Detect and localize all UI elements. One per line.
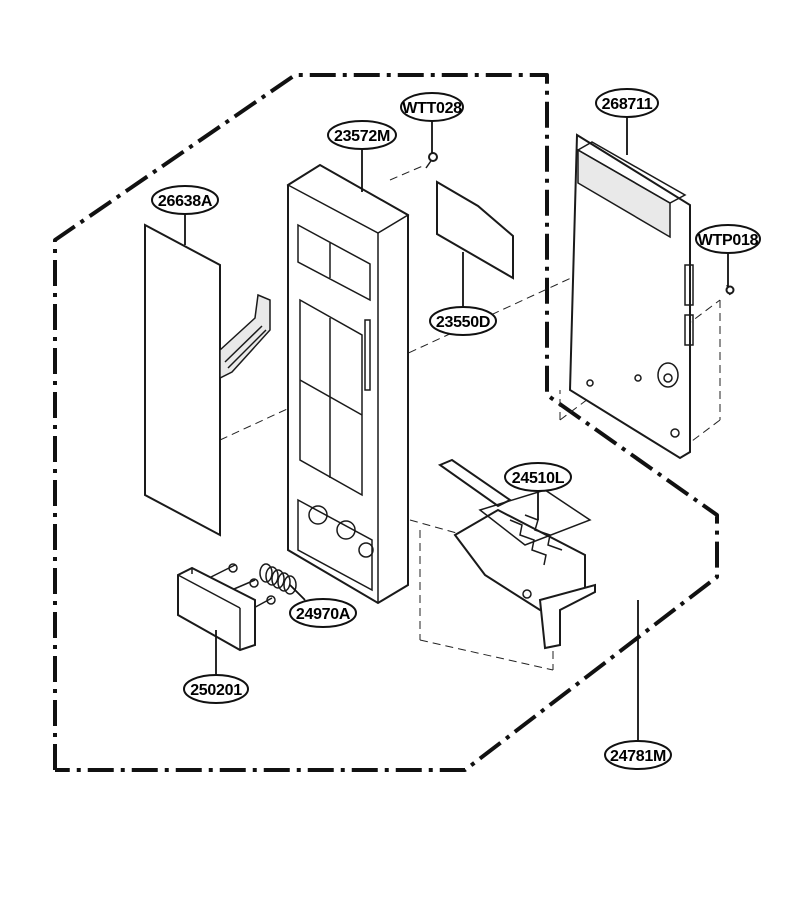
svg-text:268711: 268711 [602, 96, 653, 113]
assembly-boundary-24781M [53, 73, 719, 772]
callout-26638A: 26638A [151, 185, 219, 245]
svg-text:23572M: 23572M [334, 128, 390, 145]
latch-lever-24510L [437, 458, 596, 650]
svg-text:24970A: 24970A [296, 606, 351, 623]
svg-text:24510L: 24510L [512, 470, 565, 487]
spring-24970A [259, 563, 297, 595]
svg-text:26638A: 26638A [158, 193, 213, 210]
callout-WTP018: WTP018 [695, 224, 761, 287]
display-window-23550D [436, 180, 514, 280]
svg-text:WTT028: WTT028 [402, 100, 462, 117]
callout-250201: 250201 [183, 630, 249, 704]
callout-23572M: 23572M [327, 120, 397, 192]
membrane-keypad-26638A [144, 223, 271, 537]
callout-268711: 268711 [595, 88, 659, 155]
svg-text:23550D: 23550D [436, 314, 490, 331]
svg-text:WTP018: WTP018 [698, 232, 759, 249]
callout-WTT028: WTT028 [400, 92, 464, 153]
push-button-250201 [177, 563, 276, 652]
callout-23550D: 23550D [429, 252, 497, 336]
callout-24510L: 24510L [504, 462, 572, 520]
pcb-268711 [568, 133, 694, 460]
control-panel-frame-23572M [286, 163, 410, 605]
callout-24781M: 24781M [604, 600, 672, 770]
svg-text:250201: 250201 [190, 682, 242, 699]
svg-text:24781M: 24781M [610, 748, 666, 765]
screw-WTT028 [425, 152, 438, 169]
callout-24970A: 24970A [289, 584, 357, 628]
